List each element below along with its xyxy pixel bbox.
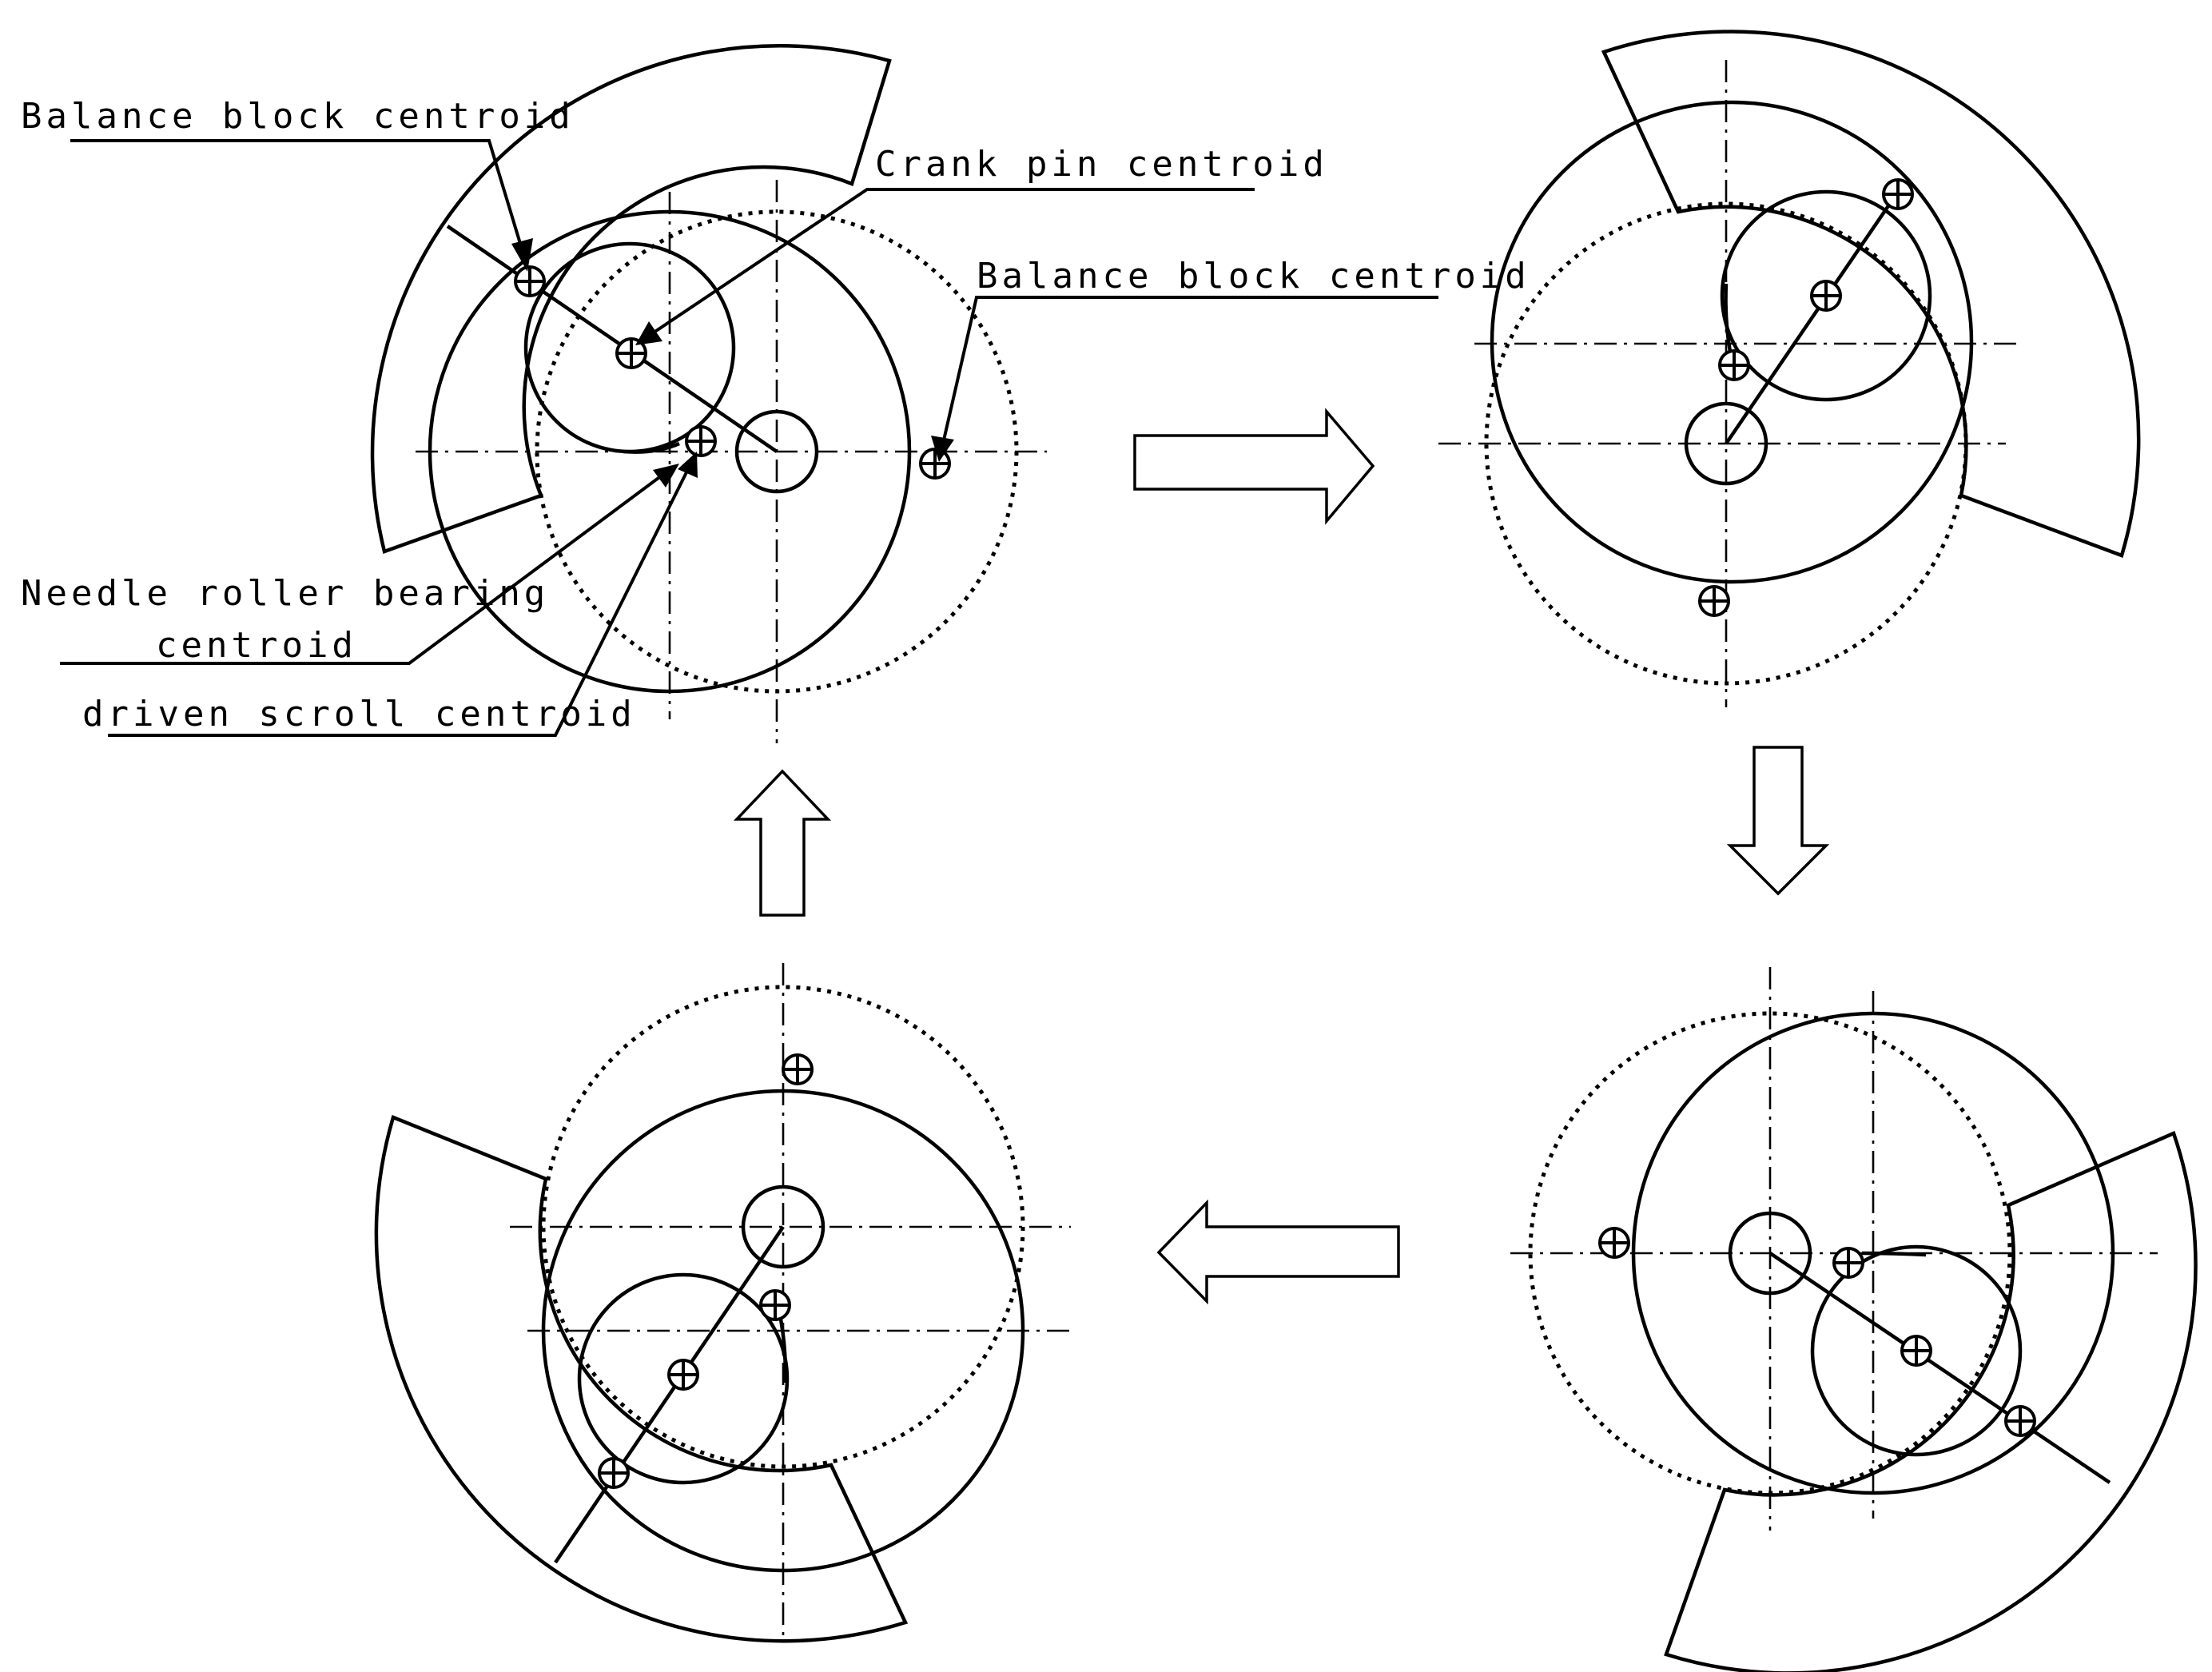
eccentric-circle [1810, 1244, 2023, 1457]
crank-circle [1490, 100, 1974, 584]
pointer-balance-block-right [941, 296, 1438, 444]
centroid-marker-icon [1832, 1247, 1864, 1279]
centroid-marker-icon [1598, 1227, 1630, 1259]
centroid-marker-icon [1900, 1335, 1932, 1367]
panel-bottom-left [374, 963, 1075, 1643]
centroid-marker-icon [759, 1289, 791, 1321]
label-crank-pin-centroid: Crank pin centroid [875, 144, 1328, 185]
label-balance-block-centroid-top: Balance block centroid [21, 96, 575, 137]
balance-block-sector [374, 1114, 909, 1643]
arrow-right-icon [1133, 408, 1375, 525]
pointer-needle-bearing [60, 474, 663, 665]
crank-link-line [554, 1225, 785, 1564]
crank-link-line [446, 225, 778, 453]
label-driven-scroll-centroid: driven scroll centroid [82, 694, 636, 734]
pointer-balance-block-top [70, 139, 525, 255]
label-needle-roller-centroid: centroid [156, 625, 357, 666]
centroid-marker-icon [667, 1359, 699, 1391]
shaft-circle [741, 1184, 826, 1269]
driven-scroll-circle [541, 985, 1025, 1469]
crank-link-line [1768, 1252, 2111, 1484]
label-needle-roller-bearing: Needle roller bearing [21, 573, 549, 614]
pointer-head [511, 238, 533, 272]
pointer-driven-scroll [108, 467, 690, 737]
centroid-marker-icon [615, 337, 647, 369]
label-balance-block-centroid-right: Balance block centroid [977, 256, 1530, 297]
arrow-up-icon [733, 769, 832, 917]
panel-top-right [1438, 30, 2141, 707]
centroid-marker-icon [1882, 178, 1914, 210]
balance-block-sector [370, 44, 892, 554]
pointer-head [931, 436, 954, 462]
centroid-marker-icon [1718, 349, 1750, 381]
callout-pointers [60, 139, 1438, 737]
panel-bottom-right [1510, 967, 2198, 1672]
bearing-connector [1861, 1251, 1927, 1257]
centroid-marker-icon [598, 1457, 630, 1489]
balance-block-sector [1601, 30, 2141, 558]
centroid-marker-icon [685, 425, 717, 457]
pointer-head [635, 321, 662, 345]
centroid-marker-icon [1810, 280, 1842, 312]
eccentric-circle [1720, 189, 1932, 402]
centroid-marker-icon [514, 265, 546, 297]
arrow-left-icon [1156, 1199, 1400, 1305]
centroid-marker-icon [1698, 585, 1730, 617]
pointer-head [678, 452, 698, 478]
centroid-marker-icon [782, 1053, 814, 1085]
pointer-head [653, 464, 679, 488]
crank-link-line [1725, 190, 1900, 445]
centroid-markers [514, 178, 2036, 1489]
centroid-marker-icon [919, 448, 951, 480]
arrow-down-icon [1726, 746, 1830, 896]
centroid-marker-icon [2004, 1405, 2036, 1437]
balance-block-sector [1664, 1130, 2198, 1672]
eccentric-circle [577, 1272, 790, 1485]
pointer-crank-pin [650, 188, 1255, 336]
